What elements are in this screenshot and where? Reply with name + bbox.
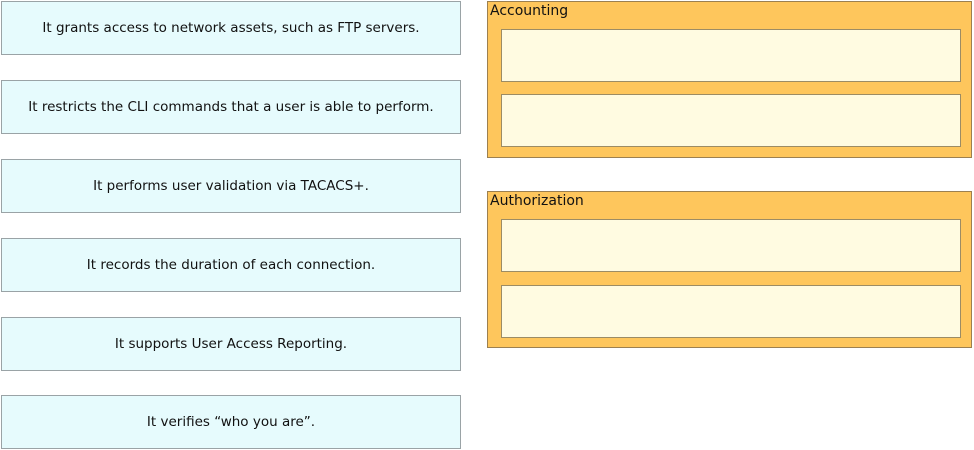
target-group-accounting: Accounting xyxy=(487,1,972,158)
drop-slot-authorization-1[interactable] xyxy=(501,219,961,272)
drop-slot-authorization-2[interactable] xyxy=(501,285,961,338)
drag-item-label: It restricts the CLI commands that a use… xyxy=(28,99,434,115)
drag-item-cli-restrict[interactable]: It restricts the CLI commands that a use… xyxy=(1,80,461,134)
drag-item-connection-duration[interactable]: It records the duration of each connecti… xyxy=(1,238,461,292)
drag-item-tacacs-validation[interactable]: It performs user validation via TACACS+. xyxy=(1,159,461,213)
target-group-authorization: Authorization xyxy=(487,191,972,348)
drag-item-label: It verifies “who you are”. xyxy=(146,414,316,430)
drag-item-label: It records the duration of each connecti… xyxy=(86,257,376,273)
drag-item-user-access-reporting[interactable]: It supports User Access Reporting. xyxy=(1,317,461,371)
drag-item-who-you-are[interactable]: It verifies “who you are”. xyxy=(1,395,461,449)
drag-item-label: It performs user validation via TACACS+. xyxy=(93,178,369,194)
group-label-accounting: Accounting xyxy=(490,3,569,19)
drag-item-label: It grants access to network assets, such… xyxy=(42,20,420,36)
group-label-authorization: Authorization xyxy=(490,193,584,209)
drop-slot-accounting-1[interactable] xyxy=(501,29,961,82)
drag-item-ftp-access[interactable]: It grants access to network assets, such… xyxy=(1,1,461,55)
drop-slot-accounting-2[interactable] xyxy=(501,94,961,147)
drag-item-label: It supports User Access Reporting. xyxy=(114,336,348,352)
